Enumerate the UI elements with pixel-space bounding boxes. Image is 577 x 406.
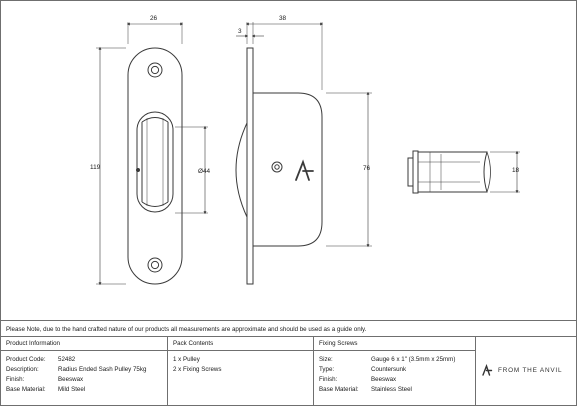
row-label: Product Code: — [6, 356, 46, 363]
screw-size-row: Size: Gauge 6 x 1" (3.5mm x 25mm) — [313, 355, 475, 365]
row-value: Radius Ended Sash Pulley 75kg — [58, 366, 147, 373]
screw-finish-row: Finish: Beeswax — [313, 375, 475, 385]
row-label: Base Material: — [6, 386, 46, 393]
row-label: Finish: — [6, 376, 25, 383]
product-information-panel: Product Information Product Code: 52482 … — [0, 337, 168, 406]
front-view — [96, 22, 208, 286]
row-label: Base Material: — [319, 386, 359, 393]
brand-logo: FROM THE ANVIL — [481, 364, 562, 376]
row-value: 1 x Pulley — [173, 356, 200, 363]
row-value: 52482 — [58, 356, 76, 363]
row-label: Finish: — [319, 376, 338, 383]
brand-name: FROM THE ANVIL — [498, 366, 563, 374]
product-code-row: Product Code: 52482 — [0, 355, 167, 365]
pack-item-screws: 2 x Fixing Screws — [167, 365, 313, 375]
pulley-width-label: 18 — [512, 167, 520, 174]
pack-item-pulley: 1 x Pulley — [167, 355, 313, 365]
faceplate-dimension-label: 3 — [238, 28, 242, 35]
screw-type-row: Type: Countersunk — [313, 365, 475, 375]
row-value: Mild Steel — [58, 386, 86, 393]
row-value: Countersunk — [371, 366, 407, 373]
pack-contents-header: Pack Contents — [167, 337, 313, 351]
width-dimension-label: 26 — [150, 15, 158, 22]
measurement-disclaimer: Please Note, due to the hand crafted nat… — [0, 320, 577, 337]
row-label: Description: — [6, 366, 39, 373]
pack-contents-panel: Pack Contents 1 x Pulley 2 x Fixing Scre… — [167, 337, 314, 406]
pulley-diameter-label: Ø44 — [198, 168, 211, 175]
screw-material-row: Base Material: Stainless Steel — [313, 385, 475, 395]
finish-row: Finish: Beeswax — [0, 375, 167, 385]
fixing-screws-header: Fixing Screws — [313, 337, 475, 351]
row-label: Type: — [319, 366, 335, 373]
pulley-top-view — [407, 150, 520, 194]
row-value: Gauge 6 x 1" (3.5mm x 25mm) — [371, 356, 456, 363]
row-label: Size: — [319, 356, 333, 363]
fixing-screws-panel: Fixing Screws Size: Gauge 6 x 1" (3.5mm … — [313, 337, 476, 406]
base-material-row: Base Material: Mild Steel — [0, 385, 167, 395]
case-height-label: 76 — [363, 165, 371, 172]
row-value: 2 x Fixing Screws — [173, 366, 222, 373]
side-view — [235, 22, 372, 285]
product-information-header: Product Information — [0, 337, 167, 351]
anvil-logo-icon — [482, 364, 493, 376]
depth-dimension-label: 38 — [279, 15, 287, 22]
row-value: Stainless Steel — [371, 386, 412, 393]
description-row: Description: Radius Ended Sash Pulley 75… — [0, 365, 167, 375]
row-value: Beeswax — [371, 376, 397, 383]
height-dimension-label: 119 — [90, 164, 101, 171]
technical-drawing: 26 119 Ø44 38 3 76 — [90, 15, 520, 286]
row-value: Beeswax — [58, 376, 84, 383]
anvil-emboss-icon — [295, 159, 314, 181]
